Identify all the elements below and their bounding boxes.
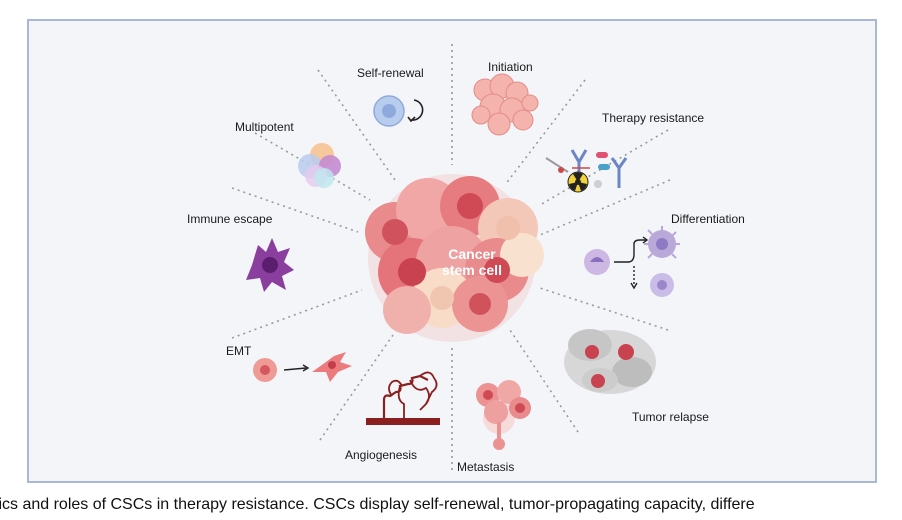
label-differentiation: Differentiation (671, 212, 745, 226)
label-immune-escape: Immune escape (187, 212, 273, 226)
therapy-resistance-icons (545, 149, 628, 193)
label-tumor-relapse: Tumor relapse (632, 410, 709, 424)
center-label: Cancer stem cell (412, 246, 532, 278)
immune-cell-icon (246, 238, 294, 292)
label-self-renewal: Self-renewal (357, 66, 424, 80)
cancer-stem-cell-cluster (365, 174, 544, 342)
label-emt: EMT (226, 344, 252, 358)
angiogenesis-vessel-icon (366, 371, 440, 425)
label-therapy-resistance: Therapy resistance (602, 111, 705, 125)
metastasis-cluster-icon (476, 380, 531, 450)
label-metastasis: Metastasis (457, 460, 515, 474)
figure-caption: stics and roles of CSCs in therapy resis… (0, 496, 755, 513)
label-angiogenesis: Angiogenesis (345, 448, 418, 462)
center-label-line1: Cancer (448, 246, 496, 262)
multipotent-cells-icon (298, 143, 341, 188)
label-multipotent: Multipotent (235, 120, 294, 134)
initiation-tumor-icon (471, 73, 539, 136)
emt-cells-icon (253, 352, 352, 382)
center-label-line2: stem cell (442, 262, 502, 278)
self-renewal-cell-icon (373, 95, 424, 127)
label-initiation: Initiation (488, 60, 533, 74)
differentiation-cells-icon (584, 226, 680, 297)
tumor-relapse-cluster-icon (564, 329, 656, 394)
